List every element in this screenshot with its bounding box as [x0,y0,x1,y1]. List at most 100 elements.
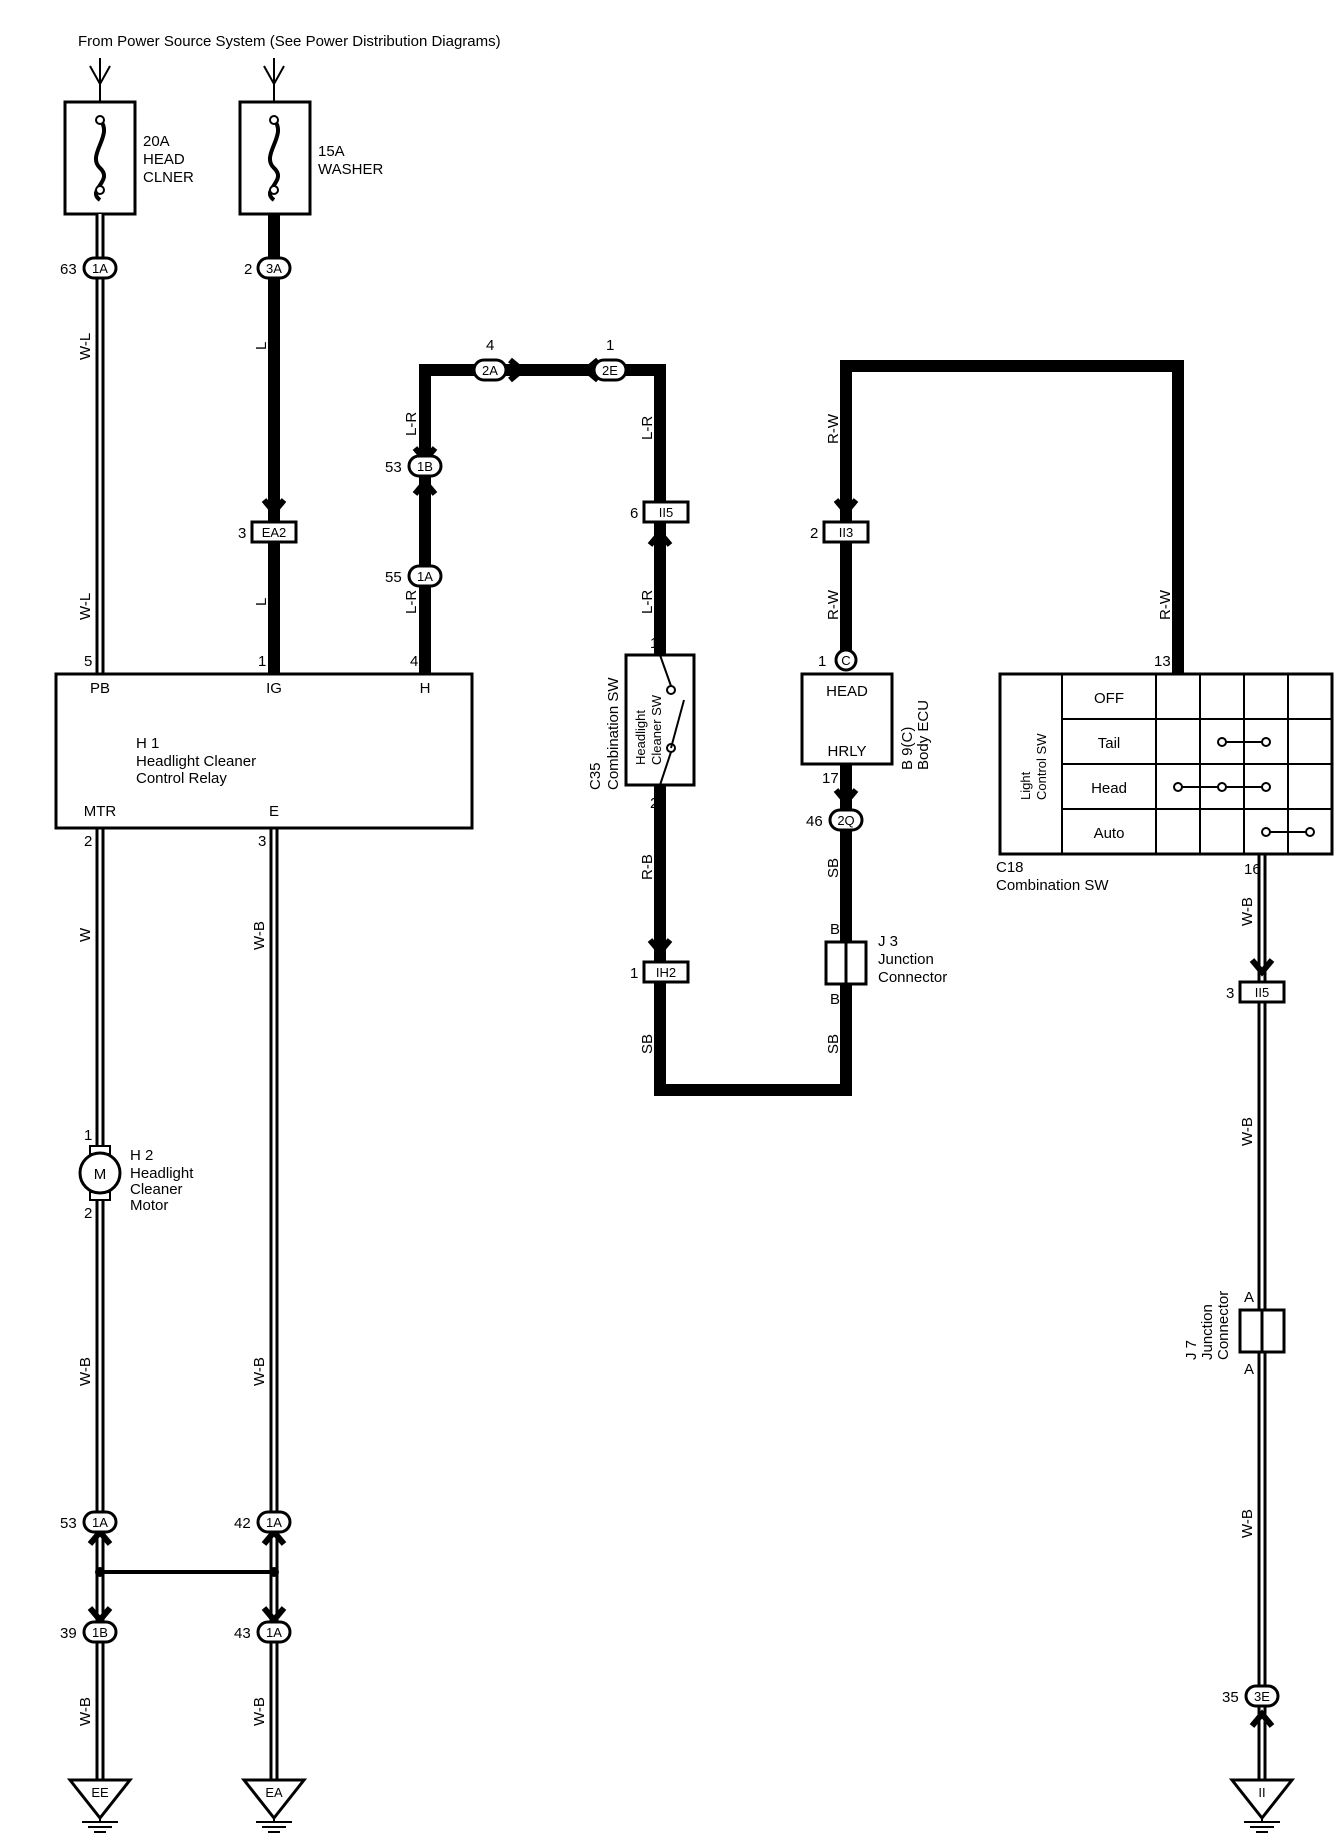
fuse-rating: 15A [318,143,345,160]
ecu-b9-box [800,672,894,766]
splice-point [269,1567,279,1577]
svg-text:1B: 1B [417,459,433,474]
relay-terminal: H [420,680,431,697]
wire-color-label: R-W [825,413,842,444]
wire-color-label: W-B [77,1357,94,1386]
pin-number: 46 [806,813,823,830]
pin-number: 3 [1226,985,1234,1002]
switch-name: Combination SW [605,677,622,790]
pin-number: 1 [650,635,658,652]
pin-number: 53 [385,459,402,476]
switch-contact [659,654,685,786]
motor-h2: M [78,1145,122,1201]
ground-ea: EA [240,1778,308,1833]
wire-color-label: R-W [1157,589,1174,620]
motor-name: Cleaner [130,1181,183,1198]
wire-color-label: W-L [77,593,94,620]
pin-number: 4 [486,337,494,354]
connector-1a-55: 1A [407,564,443,588]
pin-number: 55 [385,569,402,586]
svg-text:EA2: EA2 [262,525,287,540]
svg-text:1A: 1A [266,1515,282,1530]
motor-name: Headlight [130,1165,194,1182]
wire-color-label: R-B [639,854,656,880]
svg-text:IH2: IH2 [656,965,676,980]
ground-ii: II [1228,1778,1296,1833]
wire-color-label: W-B [251,921,268,950]
svg-text:II3: II3 [839,525,853,540]
relay-name: Control Relay [136,770,227,787]
svg-text:1A: 1A [266,1625,282,1640]
wire-color-label: W-B [1239,1509,1256,1538]
svg-text:3A: 3A [266,261,282,276]
svg-text:1B: 1B [92,1625,108,1640]
relay-name: Headlight Cleaner [136,753,256,770]
fuse-washer [238,100,312,216]
pin-number: 2 [84,833,92,850]
connector-1a-42: 1A [256,1510,292,1534]
connector-1b-39: 1B [82,1620,118,1644]
ground-ee: EE [66,1778,134,1833]
connector-ih2: IH2 [642,960,690,984]
junction-j7 [1238,1308,1286,1354]
connector-3a-2: 3A [256,256,292,280]
combo-side-label: Light [1018,771,1033,800]
pin-number: 6 [630,505,638,522]
svg-text:II: II [1258,1785,1265,1800]
wire-l-r [419,364,666,674]
pin-number: 1 [630,965,638,982]
wire-color-label: L [253,342,270,350]
splice-point [95,1567,105,1577]
combo-id: C18 [996,859,1024,876]
junction-name: Connector [878,969,947,986]
svg-text:2E: 2E [602,363,618,378]
fuse-head-clner [63,100,137,216]
fuse-name: HEAD [143,151,185,168]
power-input-arrow-1 [89,58,111,102]
junction-pin: B [830,921,840,938]
connector-ii5: II5 [642,500,690,524]
pin-number: 3 [238,525,246,542]
wire-color-label: W-B [251,1697,268,1726]
relay-id: H 1 [136,735,159,752]
relay-h1-box [54,672,474,830]
wire-color-label: L [253,598,270,606]
wire-color-label: W-B [1239,897,1256,926]
arrow-marks [87,357,1275,1728]
motor-name: Motor [130,1197,168,1214]
connector-ii5-right: II5 [1238,980,1286,1004]
svg-text:EA: EA [265,1785,283,1800]
power-input-arrow-2 [263,58,285,102]
pin-number: 63 [60,261,77,278]
pin-number: 53 [60,1515,77,1532]
connector-c: C [834,648,858,672]
svg-text:1A: 1A [417,569,433,584]
wire-color-label: W-B [251,1357,268,1386]
combo-row-label: Tail [1098,735,1121,752]
relay-terminal: E [269,803,279,820]
combo-name: Combination SW [996,877,1109,894]
relay-terminal: PB [90,680,110,697]
junction-name: Connector [1215,1291,1232,1360]
junction-name: Junction [878,951,934,968]
pin-number: 13 [1154,653,1171,670]
pin-number: 2 [810,525,818,542]
switch-label: Cleaner SW [649,694,664,765]
relay-terminal: IG [266,680,282,697]
ecu-id: B 9(C) [899,727,916,770]
svg-text:II5: II5 [659,505,673,520]
fuse-name: WASHER [318,161,383,178]
pin-number: 1 [84,1127,92,1144]
wire-color-label: SB [639,1034,656,1054]
relay-terminal: MTR [84,803,117,820]
svg-text:EE: EE [91,1785,109,1800]
svg-text:C: C [841,653,850,668]
combo-row-label: OFF [1094,690,1124,707]
connector-2q-46: 2Q [828,808,864,832]
wire-color-label: L-R [639,416,656,440]
combo-row-label: Auto [1094,825,1125,842]
connector-1a-63: 1A [82,256,118,280]
svg-text:II5: II5 [1255,985,1269,1000]
fuse-name: CLNER [143,169,194,186]
